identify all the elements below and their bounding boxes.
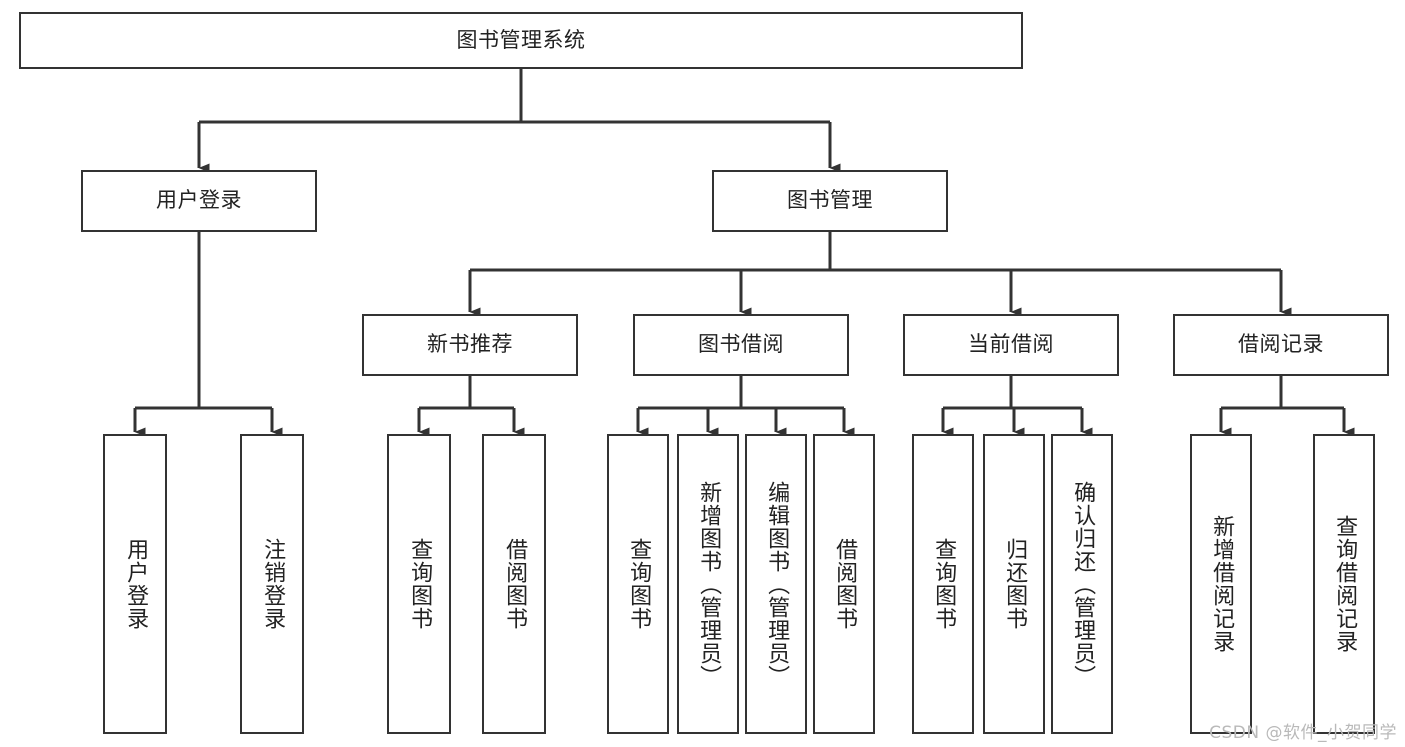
node-book-manage[interactable]: 图书管理 — [712, 170, 948, 232]
node-user-login[interactable]: 用户登录 — [81, 170, 317, 232]
node-leaf-return-book[interactable]: 归还图书 — [983, 434, 1045, 734]
node-leaf-query-book-2[interactable]: 查询图书 — [607, 434, 669, 734]
node-book-manage-label: 图书管理 — [787, 188, 873, 213]
node-leaf-confirm-return[interactable]: 确认归还（管理员） — [1051, 434, 1113, 734]
watermark: CSDN @软件_小贺同学 — [1209, 723, 1397, 743]
node-root-label: 图书管理系统 — [456, 27, 586, 52]
node-new-book-rec[interactable]: 新书推荐 — [362, 314, 578, 376]
node-leaf-add-book[interactable]: 新增图书（管理员） — [677, 434, 739, 734]
node-leaf-add-book-label: 新增图书（管理员） — [696, 480, 722, 688]
node-current-borrow-label: 当前借阅 — [968, 332, 1054, 357]
node-leaf-query-book-1-label: 查询图书 — [407, 538, 433, 630]
connector-lines — [133, 69, 1355, 437]
node-leaf-query-book-3[interactable]: 查询图书 — [912, 434, 974, 734]
node-current-borrow[interactable]: 当前借阅 — [903, 314, 1119, 376]
node-leaf-user-login[interactable]: 用户登录 — [103, 434, 167, 734]
node-leaf-query-record-label: 查询借阅记录 — [1332, 515, 1358, 653]
node-leaf-add-record[interactable]: 新增借阅记录 — [1190, 434, 1252, 734]
node-leaf-confirm-return-label: 确认归还（管理员） — [1070, 480, 1096, 688]
node-book-borrow[interactable]: 图书借阅 — [633, 314, 849, 376]
node-user-login-label: 用户登录 — [156, 188, 242, 213]
node-leaf-borrow-book-1[interactable]: 借阅图书 — [482, 434, 546, 734]
node-borrow-record-label: 借阅记录 — [1238, 332, 1324, 357]
node-leaf-return-book-label: 归还图书 — [1002, 538, 1028, 630]
node-new-book-rec-label: 新书推荐 — [427, 332, 513, 357]
node-leaf-logout[interactable]: 注销登录 — [240, 434, 304, 734]
node-leaf-borrow-book-1-label: 借阅图书 — [502, 538, 528, 630]
node-book-borrow-label: 图书借阅 — [698, 332, 784, 357]
node-leaf-query-record[interactable]: 查询借阅记录 — [1313, 434, 1375, 734]
node-leaf-query-book-2-label: 查询图书 — [626, 538, 652, 630]
node-leaf-add-record-label: 新增借阅记录 — [1209, 515, 1235, 653]
node-root[interactable]: 图书管理系统 — [19, 12, 1023, 69]
node-leaf-borrow-book-2-label: 借阅图书 — [832, 538, 858, 630]
node-borrow-record[interactable]: 借阅记录 — [1173, 314, 1389, 376]
node-leaf-query-book-1[interactable]: 查询图书 — [387, 434, 451, 734]
node-leaf-logout-label: 注销登录 — [260, 538, 286, 630]
node-leaf-edit-book[interactable]: 编辑图书（管理员） — [745, 434, 807, 734]
node-leaf-query-book-3-label: 查询图书 — [931, 538, 957, 630]
node-leaf-edit-book-label: 编辑图书（管理员） — [764, 480, 790, 688]
node-leaf-user-login-label: 用户登录 — [123, 538, 149, 630]
node-leaf-borrow-book-2[interactable]: 借阅图书 — [813, 434, 875, 734]
